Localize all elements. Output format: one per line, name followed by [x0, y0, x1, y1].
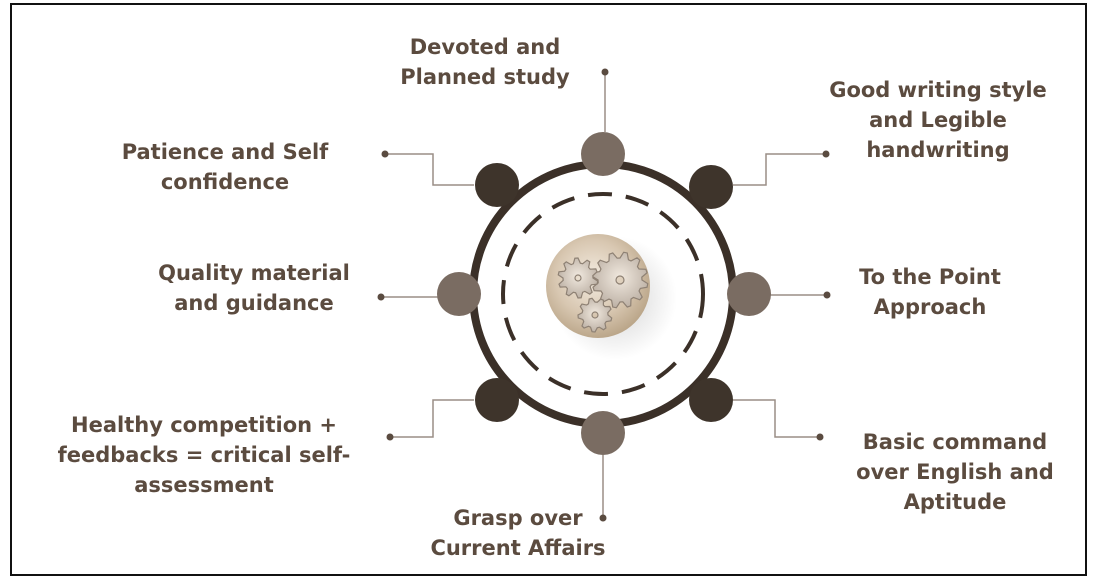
node-top — [581, 132, 625, 176]
connector-dots — [377, 68, 831, 522]
dot-top — [601, 68, 609, 76]
node-top-left — [475, 163, 519, 207]
label-bottom: Grasp over Current Affairs — [430, 506, 606, 560]
connector-bottom-right — [733, 399, 820, 438]
gear-medium — [557, 257, 599, 299]
diagram-frame — [10, 3, 1087, 576]
dot-bottom-left — [386, 433, 394, 441]
dot-top-right — [822, 150, 830, 158]
dot-left — [377, 293, 385, 301]
ring-nodes — [437, 132, 771, 455]
node-bottom-left — [475, 378, 519, 422]
center-hub — [546, 234, 677, 360]
connector-bottom-left — [390, 399, 474, 438]
gears-icon — [557, 251, 649, 333]
dot-bottom-right — [816, 433, 824, 441]
dashed-inner-ring — [501, 192, 705, 396]
dot-right — [823, 291, 831, 299]
node-top-right — [689, 165, 733, 209]
node-right — [727, 272, 771, 316]
label-left: Quality material and guidance — [158, 261, 350, 315]
node-bottom-right — [689, 378, 733, 422]
node-left — [437, 272, 481, 316]
label-top: Devoted and Planned study — [400, 35, 570, 89]
label-top-right: Good writing style and Legible handwriti… — [829, 78, 1047, 162]
gear-large — [591, 251, 649, 309]
label-bottom-left: Healthy competition + feedbacks = critic… — [57, 413, 351, 497]
label-top-left: Patience and Self confidence — [121, 140, 329, 194]
gear-small — [577, 297, 613, 333]
connector-top-right — [733, 153, 826, 186]
node-bottom — [581, 411, 625, 455]
label-bottom-right: Basic command over English and Aptitude — [856, 430, 1054, 514]
dot-bottom — [599, 514, 607, 522]
connector-top-left — [385, 153, 474, 186]
dot-top-left — [381, 150, 389, 158]
connector-lines — [381, 72, 827, 518]
label-right: To the Point Approach — [859, 265, 1001, 319]
